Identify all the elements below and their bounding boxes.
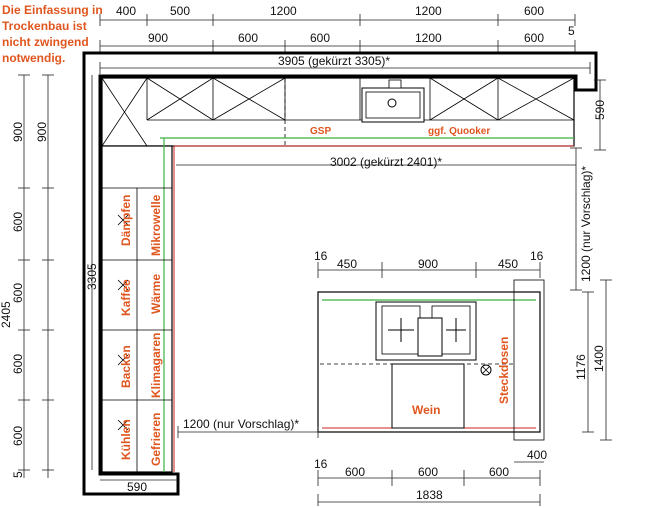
dim-island-inner-height: 1176 [574,354,588,380]
label-gefrieren: Gefrieren [149,413,163,466]
label-quooker: ggf. Quooker [428,126,490,137]
dim-left-a: 900 [11,122,25,142]
dim-island-top-c: 450 [498,257,518,271]
label-daempfen: Dämpfen [119,195,133,246]
dim-island-edge-right: 16 [530,249,544,263]
note-line-3: nicht zwingend [2,35,89,49]
dim-inner-total: 3002 (gekürzt 2401)* [330,155,442,169]
dim-island-right-depth: 400 [527,448,547,462]
dim-top2-b: 600 [238,31,258,45]
appliance-labels: GSP ggf. Quooker Dämpfen Mikrowelle Kaff… [119,126,511,466]
dim-island-bottom-a: 600 [345,465,365,479]
dim-top1-a: 400 [116,4,136,18]
socket-icon [480,364,492,376]
tall-cabinets [102,187,172,472]
note-line-1: Die Einfassung in [2,3,103,17]
dim-island-top-b: 900 [418,257,438,271]
dim-island-top-a: 450 [337,257,357,271]
dim-top1-e: 600 [524,4,544,18]
sink [361,79,425,123]
dim-left-inner-top: 900 [35,122,49,142]
top-counter [101,77,575,147]
top-dimension-lines [99,14,591,74]
drywall-note: Die Einfassung in Trockenbau ist nicht z… [2,2,106,66]
dim-island-bottom-b: 600 [418,465,438,479]
sink-drain-icon [387,98,397,108]
note-line-2: Trockenbau ist [2,19,87,33]
dim-island-total: 1838 [416,488,443,502]
dim-top-total: 3905 (gekürzt 3305)* [278,54,390,68]
note-line-4: notwendig. [2,51,66,65]
dim-left-b: 600 [11,212,25,232]
label-waerme: Wärme [149,274,163,314]
label-wein: Wein [412,403,440,417]
dim-aisle-bottom: 1200 (nur Vorschlag)* [183,417,299,431]
label-kaffee: Kaffee [119,279,133,316]
dim-left-d: 600 [11,354,25,374]
dim-bottom-left: 590 [127,480,147,494]
dim-top1-end: 5 [568,24,575,38]
kitchen-island [317,279,545,441]
dim-right-depth: 590 [593,100,607,120]
label-gsp: GSP [310,126,331,137]
dim-top1-c: 1200 [270,4,297,18]
dim-top1-d: 1200 [415,4,442,18]
label-klimagaren: Klimagaren [149,333,163,398]
dim-left-c: 600 [11,283,25,303]
dim-top1-b: 500 [170,4,190,18]
dim-left-e: 600 [11,426,25,446]
dim-top2-e: 600 [524,31,544,45]
dim-top2-c: 600 [310,31,330,45]
label-backen: Backen [119,345,133,388]
island-dimension-lines [100,79,612,506]
dim-top2-a: 900 [148,31,168,45]
label-kuehlen: Kühlen [119,419,133,460]
dim-island-edge-left: 16 [314,249,328,263]
left-dimension-lines [18,74,93,478]
label-steckdosen: Steckdosen [497,337,511,404]
dim-left-end: 5 [11,471,25,478]
dim-island-height: 1400 [592,345,606,372]
dim-aisle-right: 1200 (nur Vorschlag)* [579,166,593,282]
outer-wall [82,51,598,496]
dim-left-total: 2405 [0,301,13,328]
dim-island-bottom-c: 600 [489,465,509,479]
label-mikrowelle: Mikrowelle [149,194,163,256]
dim-island-bottom-edge: 16 [314,457,328,471]
dimension-labels: 400 500 1200 1200 600 5 900 600 600 1200… [0,4,607,502]
dim-top2-d: 1200 [415,31,442,45]
dim-left-inner-total: 3305 [85,263,99,290]
